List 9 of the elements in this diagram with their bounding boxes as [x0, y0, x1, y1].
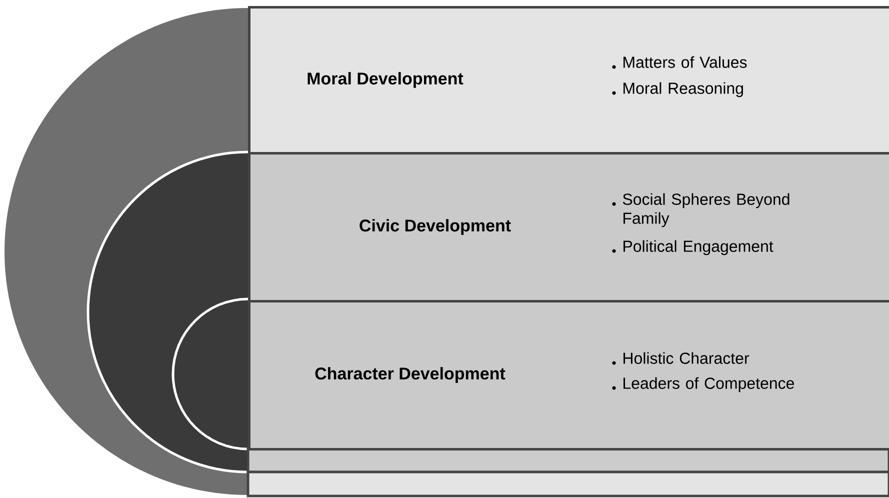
band-heading: Character Development [315, 367, 506, 383]
bullet-item: Matters of Values [612, 56, 747, 69]
bullet-item: Holistic Character [612, 352, 750, 365]
band-heading: Moral Development [308, 72, 464, 88]
bullet-item: Social Spheres Beyond Family [612, 193, 790, 228]
band-heading: Civic Development [360, 219, 511, 235]
bullet-item: Leaders of Competence [612, 377, 794, 392]
bullet-item: Moral Reasoning [612, 82, 743, 98]
bullet-item: Political Engagement [612, 240, 774, 256]
